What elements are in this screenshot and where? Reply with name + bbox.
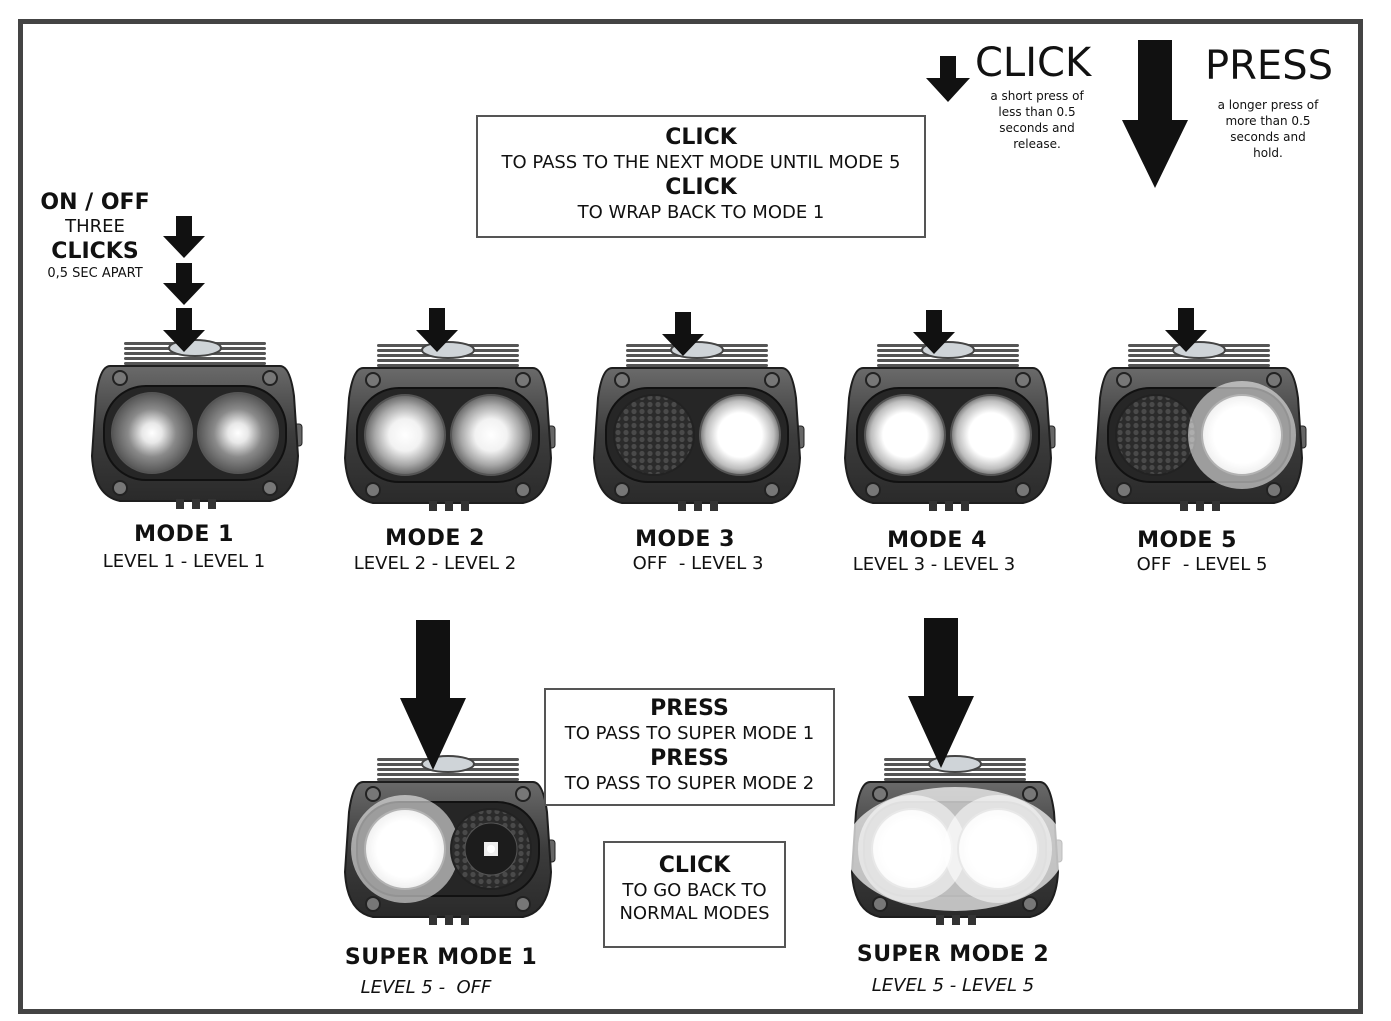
mode-4-lamp-screw-icon [865,482,881,498]
mode-5-lamp-right-lens [1188,381,1296,489]
legend-click-desc: a short press of less than 0.5 seconds a… [990,89,1084,151]
mode-4-lamp [843,341,1056,511]
click-box-next: TO PASS TO THE NEXT MODE UNTIL MODE 5 [501,152,901,173]
super-mode-2-lamp-glow [845,787,1065,911]
onoff-arrow-icon-2 [163,263,205,305]
back-box-line3: NORMAL MODES [619,903,770,924]
back-box-line2: TO GO BACK TO [622,880,767,901]
diagram-frame [18,19,1363,1014]
mode-1-lamp-right-lens [197,392,279,474]
super-mode-1-lamp-left-lens [351,795,459,903]
mode-1-lamp-screw-icon [262,480,278,496]
mode-2-lamp-screw-icon [515,372,531,388]
mode-3-lamp-screw-icon [614,372,630,388]
mode-5-title: MODE 5 [1137,528,1237,553]
mode-5-lamp-screw-icon [1116,482,1132,498]
mode-3-lamp-screw-icon [764,482,780,498]
super-mode-1-arrow-icon [400,620,466,770]
mode-1-click-arrow-icon [163,308,205,352]
super-mode-2-title: SUPER MODE 2 [856,942,1050,967]
onoff-label: ON / OFF THREE CLICKS 0,5 SEC APART [40,190,150,281]
super-mode-1-lamp-screw-icon [515,786,531,802]
mode-5-lamp-screw-icon [1116,372,1132,388]
press-box-super1: TO PASS TO SUPER MODE 1 [564,723,815,744]
onoff-arrow-icon-1 [163,216,205,258]
mode-2-lamp-screw-icon [515,482,531,498]
mode-1-lamp [90,339,303,509]
mode-2-title: MODE 2 [385,526,485,551]
mode-2-lamp-screw-icon [365,482,381,498]
mode-3-lamp [592,341,805,511]
mode-1-sub: LEVEL 1 - LEVEL 1 [102,551,266,572]
click-instruction-box: CLICK TO PASS TO THE NEXT MODE UNTIL MOD… [476,115,926,238]
mode-3-lamp-fins [626,344,768,367]
mode-2-lamp-left-lens [364,394,446,476]
mode-4-lamp-screw-icon [865,372,881,388]
mode-5-lamp-screw-icon [1266,372,1282,388]
back-box-title: CLICK [658,853,731,878]
mode-5-lamp-left-lens [1115,394,1197,476]
super-mode-2-arrow-icon [908,618,974,768]
mode-3-lamp-screw-icon [614,482,630,498]
mode-3-sub: OFF - LEVEL 3 [632,553,764,574]
super-mode-2-lamp-screw-icon [872,896,888,912]
mode-4-sub: LEVEL 3 - LEVEL 3 [852,554,1016,575]
mode-3-lamp-right-lens [699,394,781,476]
mode-3-click-arrow-icon [662,312,704,356]
mode-2-sub: LEVEL 2 - LEVEL 2 [353,553,517,574]
super-mode-1-lamp-screw-icon [365,896,381,912]
mode-2-lamp [343,341,556,511]
super-mode-1-lamp [343,755,556,925]
super-mode-2-lamp [845,755,1065,925]
press-instruction-box: PRESS TO PASS TO SUPER MODE 1 PRESS TO P… [544,688,835,806]
mode-4-click-arrow-icon [913,310,955,354]
press-box-title: PRESS [650,696,729,721]
mode-4-title: MODE 4 [887,528,987,553]
mode-2-lamp-right-lens [450,394,532,476]
super-mode-1-sub: LEVEL 5 - OFF [360,977,492,998]
mode-5-sub: OFF - LEVEL 5 [1136,554,1268,575]
mode-3-lamp-screw-icon [764,372,780,388]
back-instruction-box: CLICK TO GO BACK TO NORMAL MODES [603,841,786,948]
click-box-title: CLICK [665,125,737,150]
mode-1-lamp-left-lens [111,392,193,474]
super-mode-2-lamp-screw-icon [1022,786,1038,802]
click-box-wrap: TO WRAP BACK TO MODE 1 [577,202,825,223]
mode-1-lamp-screw-icon [112,480,128,496]
mode-4-lamp-screw-icon [1015,372,1031,388]
mode-2-click-arrow-icon [416,308,458,352]
click-legend-arrow-icon [926,56,970,102]
super-mode-1-lamp-screw-icon [515,896,531,912]
press-legend-arrow-icon [1122,40,1188,188]
legend-click-title: CLICK [975,40,1092,86]
super-mode-2-lamp-screw-icon [1022,896,1038,912]
mode-4-lamp-screw-icon [1015,482,1031,498]
mode-5-lamp-screw-icon [1266,482,1282,498]
super-mode-1-title: SUPER MODE 1 [344,945,538,970]
mode-2-lamp-screw-icon [365,372,381,388]
super-mode-2-sub: LEVEL 5 - LEVEL 5 [871,975,1035,996]
super-mode-1-lamp-screw-icon [365,786,381,802]
legend-press-desc: a longer press of more than 0.5 seconds … [1217,98,1319,160]
mode-3-lamp-left-lens [613,394,695,476]
mode-1-lamp-screw-icon [112,370,128,386]
mode-1-lamp-screw-icon [262,370,278,386]
press-box-title-2: PRESS [650,746,729,771]
press-box-super2: TO PASS TO SUPER MODE 2 [564,773,815,794]
click-box-title-2: CLICK [665,175,737,200]
super-mode-2-lamp-screw-icon [872,786,888,802]
mode-4-lamp-left-lens [864,394,946,476]
mode-5-click-arrow-icon [1165,308,1207,352]
mode-1-title: MODE 1 [134,522,234,547]
legend-press-title: PRESS [1205,43,1333,89]
mode-4-lamp-right-lens [950,394,1032,476]
mode-5-lamp [1094,341,1307,511]
mode-3-title: MODE 3 [635,527,735,552]
